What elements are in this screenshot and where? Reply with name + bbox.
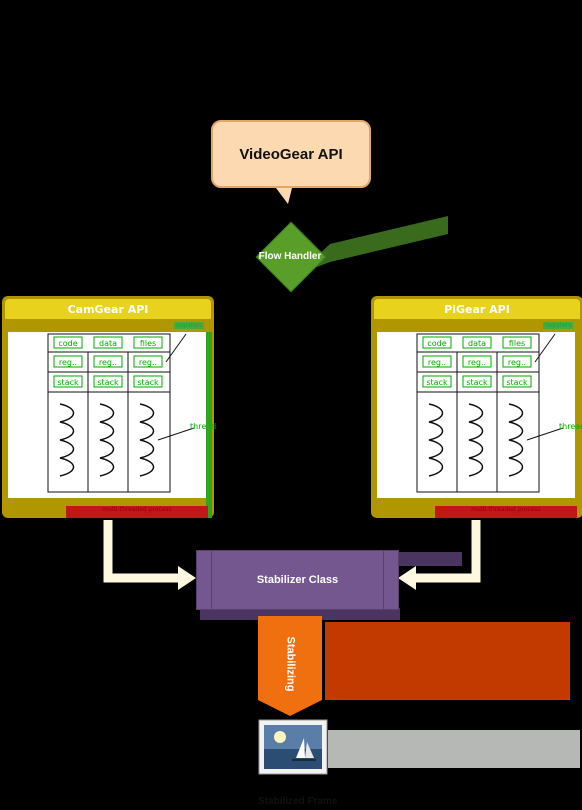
cell-reg: reg.. bbox=[98, 358, 118, 367]
stabilized-frame-label: Stabilized Frame bbox=[258, 796, 338, 807]
cell-data: data bbox=[467, 339, 487, 348]
left-arrowhead-icon bbox=[178, 566, 196, 590]
cell-reg: reg.. bbox=[507, 358, 527, 367]
processes-tag: multi-threaded process bbox=[66, 506, 208, 518]
output-shadow bbox=[328, 730, 580, 768]
cell-code: code bbox=[58, 339, 78, 348]
cell-stack: stack bbox=[466, 378, 488, 387]
camgear-title: CamGear API bbox=[5, 299, 211, 319]
cell-code: code bbox=[427, 339, 447, 348]
camgear-body: code data files reg.. reg.. reg.. stack … bbox=[8, 332, 216, 498]
camgear-panel: CamGear API code bbox=[2, 296, 216, 518]
processes-tag: multi-threaded process bbox=[435, 506, 577, 518]
cell-stack: stack bbox=[137, 378, 159, 387]
registers-tag: registers bbox=[543, 322, 574, 329]
cell-stack: stack bbox=[97, 378, 119, 387]
cell-data: data bbox=[98, 339, 118, 348]
thread-label: thread bbox=[190, 422, 217, 431]
videogear-label: VideoGear API bbox=[239, 145, 343, 163]
cell-reg: reg.. bbox=[467, 358, 487, 367]
bubble-tail bbox=[276, 188, 292, 204]
stabilizer-shadow-right bbox=[398, 552, 462, 566]
flow-handler-node: Flow Handler bbox=[255, 221, 327, 293]
pigear-body: code data files reg.. reg.. reg.. stack … bbox=[377, 332, 582, 498]
cell-files: files bbox=[508, 339, 526, 348]
cell-files: files bbox=[139, 339, 157, 348]
registers-tag: registers bbox=[174, 322, 205, 329]
cell-stack: stack bbox=[426, 378, 448, 387]
cell-reg: reg.. bbox=[58, 358, 78, 367]
right-arrowhead-icon bbox=[398, 566, 416, 590]
stabilizing-chevron bbox=[258, 616, 322, 716]
stabilizing-shadow bbox=[325, 622, 570, 700]
thread-label: thread bbox=[559, 422, 582, 431]
flow-handler-label: Flow Handler bbox=[258, 250, 322, 262]
pigear-thread-diagram bbox=[416, 333, 564, 493]
cell-reg: reg.. bbox=[427, 358, 447, 367]
stabilizer-label: Stabilizer Class bbox=[256, 574, 339, 586]
green-edge bbox=[206, 332, 212, 518]
stabilizing-node: Stabilizing bbox=[258, 616, 322, 712]
videogear-api-node: VideoGear API bbox=[211, 120, 371, 188]
stabilized-frame-icon bbox=[258, 719, 328, 775]
cell-stack: stack bbox=[57, 378, 79, 387]
stabilizing-label: Stabilizing bbox=[284, 636, 296, 692]
pigear-to-stabilizer-arrow bbox=[414, 520, 481, 583]
stabilizer-shadow bbox=[200, 608, 400, 620]
stabilizer-class-node: Stabilizer Class bbox=[196, 550, 399, 610]
cell-reg: reg.. bbox=[138, 358, 158, 367]
flow-handler-shadow bbox=[298, 216, 448, 274]
camgear-to-stabilizer-arrow bbox=[103, 520, 180, 583]
pigear-panel: PiGear API code data files reg. bbox=[371, 296, 582, 518]
pigear-title: PiGear API bbox=[374, 299, 580, 319]
cell-stack: stack bbox=[506, 378, 528, 387]
camgear-thread-diagram bbox=[47, 333, 195, 493]
